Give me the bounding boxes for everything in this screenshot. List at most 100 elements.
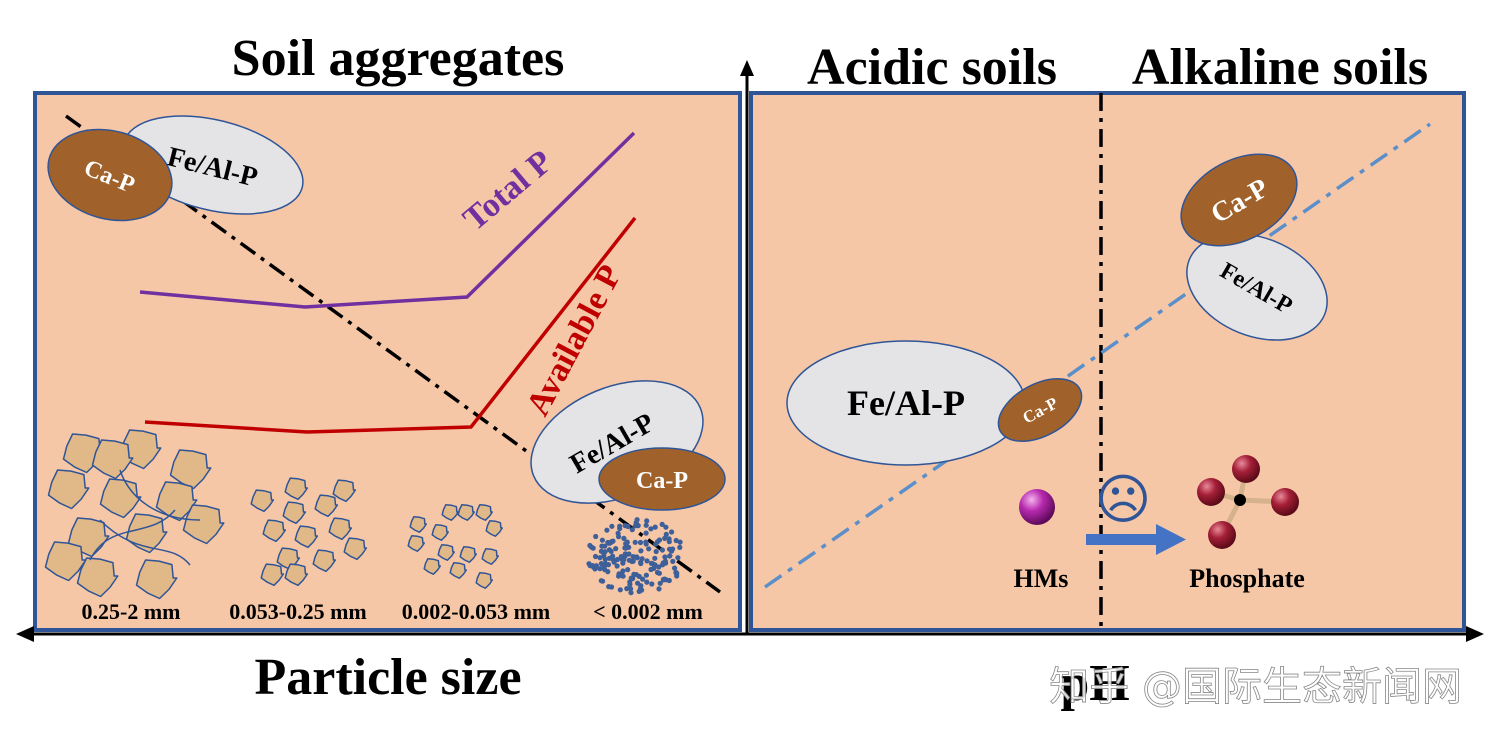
clay-particle [646,546,652,552]
clay-particle [617,587,623,593]
x-axis-right-arrowhead [1466,626,1484,642]
clay-particle [622,551,628,557]
clay-particle [605,562,612,568]
top-left-p-cluster: Fe/Al-P Ca-P [47,115,304,222]
acidic-soils-title: Acidic soils [807,39,1057,96]
soil-particle [282,501,307,525]
clay-particle [620,568,626,574]
clay-particle [625,523,631,530]
clay-particle [625,567,631,573]
soil-particle [169,449,212,490]
soil-particle [437,544,456,561]
fe-al-p-ellipse [1186,233,1328,341]
clay-particle [648,566,654,573]
clay-particle [652,524,658,530]
clay-particle [618,554,624,560]
soil-particle [91,439,134,480]
soil-particle [343,537,368,561]
alkaline-p-cluster: Fe/Al-P Ca-P [1180,153,1328,341]
soil-particle [312,549,337,573]
aggregate-clay-particles [586,517,683,596]
clay-particle [605,569,611,575]
ph-axis-label: pH [1060,655,1129,712]
soil-particle [262,519,287,543]
size-class-label: 0.053-0.25 mm [229,599,366,624]
clay-particle [608,548,614,555]
bottom-right-p-cluster: Fe/Al-P Ca-P [530,380,726,511]
clay-particle [660,576,667,583]
clay-particle [606,555,612,561]
clay-particle [628,575,634,581]
acidic-p-cluster: Fe/Al-P Ca-P [786,340,1083,466]
clay-particle [597,566,603,572]
clay-particle [617,523,623,529]
ca-p-ellipse [997,378,1083,442]
clay-particle [677,539,683,545]
clay-particle [635,580,641,586]
fe-al-p-label: Fe/Al-P [847,383,965,423]
left-panel: Total P Available P Fe/Al-P Ca-P Fe/Al-P… [33,91,742,632]
soil-particle [135,559,178,600]
clay-particle [629,527,635,533]
clay-particle [613,546,619,552]
clay-particle [677,544,683,551]
size-class-label: < 0.002 mm [593,599,703,624]
soil-particle [44,541,87,582]
clay-particle [655,539,661,545]
aggregate-macro-small [250,477,368,587]
clay-particle [673,569,679,576]
clay-particle [616,534,622,540]
soil-particle [250,489,275,513]
clay-particle [590,564,596,570]
clay-particle [628,590,634,596]
clay-particle [606,584,612,590]
clay-particle [667,553,673,559]
soil-particle [407,535,426,552]
soil-particle [475,572,494,589]
clay-particle [660,560,666,566]
heavy-metal-ion [1019,489,1055,525]
clay-particle [657,580,663,586]
soil-particle [481,548,500,565]
clay-particle [597,555,603,561]
clay-particle [673,537,679,544]
size-class-label: 0.002-0.053 mm [402,599,550,624]
clay-particle [659,547,666,553]
clay-particle [644,518,650,524]
particle-size-axis-label: Particle size [254,649,521,706]
soil-particle [284,477,309,501]
clay-particle [628,586,634,592]
clay-particle [632,539,638,545]
clay-particle [663,531,669,538]
soil-particle [457,504,476,521]
aggregate-micro [407,504,504,589]
soil-particle [260,563,285,587]
right-panel: Fe/Al-P Ca-P Fe/Al-P Ca-P HMs ☹ [749,91,1466,632]
reaction-arrow [1086,524,1186,555]
clay-particle [614,556,621,563]
clay-particle [639,556,645,562]
clay-particle [614,563,620,569]
clay-particle [662,554,668,560]
soil-particle [431,524,450,541]
soil-particle [332,479,357,503]
clay-particle [672,565,678,571]
clay-particle [601,553,607,559]
clay-particle [653,548,659,555]
ca-p-label: Ca-P [636,468,688,494]
sad-face-icon: ☹ [1095,468,1151,531]
clay-particle [659,521,665,528]
hms-label: HMs [1014,564,1069,593]
clay-particle [621,535,627,542]
clay-particle [593,533,599,540]
soil-particle [155,481,198,522]
clay-particle [624,586,630,592]
clay-particle [644,558,650,564]
clay-particle [644,579,650,585]
clay-particle [619,572,625,578]
soil-particle [328,517,353,541]
clay-particle [643,539,649,545]
clay-particle [599,537,606,543]
clay-particle [670,558,676,565]
